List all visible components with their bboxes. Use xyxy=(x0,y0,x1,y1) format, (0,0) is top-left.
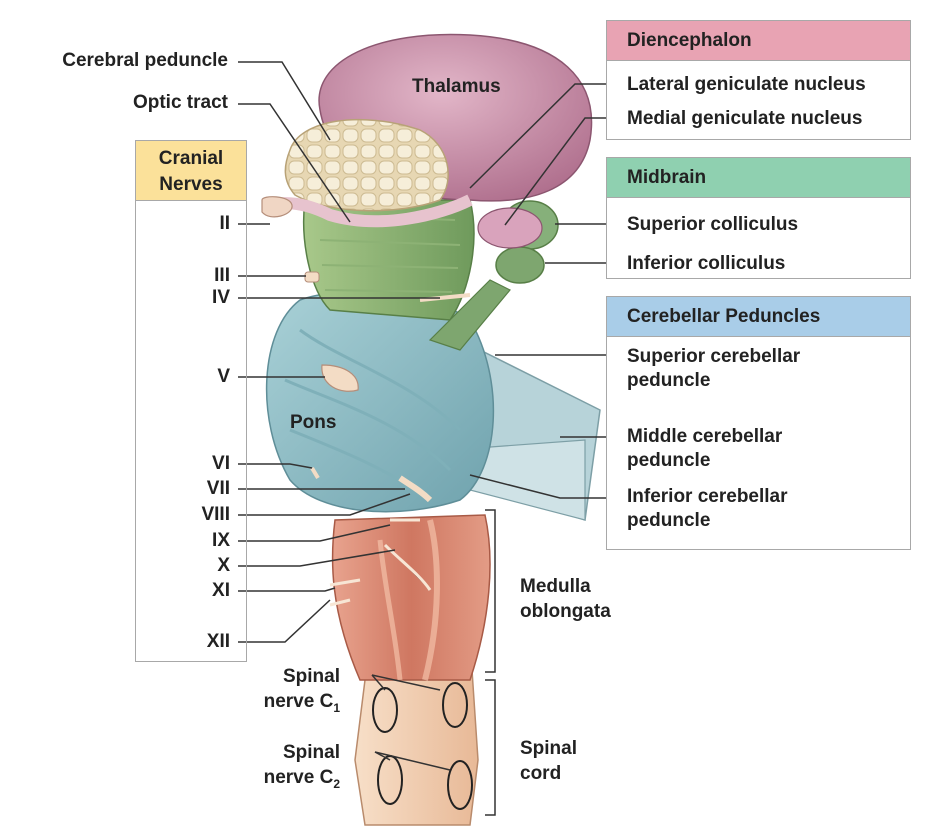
nerve-ii-label: II xyxy=(219,213,230,234)
nerve-iv-label: IV xyxy=(212,287,230,308)
nerve-xii-label: XII xyxy=(206,631,230,652)
spinal-nerve-c2-label: Spinal nerve C2 xyxy=(230,740,340,797)
cranial-nerves-title-line2: Nerves xyxy=(159,174,223,195)
medulla-line1: Medulla xyxy=(520,576,591,597)
lateral-geniculate-label: Lateral geniculate nucleus xyxy=(627,74,866,95)
thalamus-label: Thalamus xyxy=(412,76,501,97)
cerebellar-peduncles-box: Cerebellar Peduncles Superior cerebellar… xyxy=(606,296,911,550)
spinal-nerve-c1-prefix: nerve C xyxy=(263,691,334,712)
cranial-nerves-box: Cranial Nerves xyxy=(135,140,247,662)
spinal-nerve-c1-label: Spinal nerve C1 xyxy=(230,664,340,721)
medulla-oblongata-label: Medulla oblongata xyxy=(520,574,611,624)
nerve-iii-label: III xyxy=(214,265,230,286)
nerve-ix-label: IX xyxy=(212,530,230,551)
cerebellar-peduncles-header: Cerebellar Peduncles xyxy=(607,297,910,337)
nerve-xi-label: XI xyxy=(212,580,230,601)
nerve-v-label: V xyxy=(217,366,230,387)
midbrain-box: Midbrain Superior colliculus Inferior co… xyxy=(606,157,911,279)
cerebral-peduncle-label: Cerebral peduncle xyxy=(62,50,228,71)
nerve-vi-label: VI xyxy=(212,453,230,474)
middle-cerebellar-line2: peduncle xyxy=(627,450,711,471)
medulla-line2: oblongata xyxy=(520,601,611,622)
medulla-shape xyxy=(331,514,491,681)
optic-tract-label: Optic tract xyxy=(132,92,228,113)
superior-cerebellar-line1: Superior cerebellar xyxy=(627,346,801,367)
medial-geniculate-label: Medial geniculate nucleus xyxy=(627,108,863,129)
spinal-nerve-c2-line2: nerve C2 xyxy=(230,765,340,797)
inferior-cerebellar-peduncle-label: Inferior cerebellar peduncle xyxy=(627,485,788,533)
inferior-cerebellar-line2: peduncle xyxy=(627,510,711,531)
spinal-cord-line1: Spinal xyxy=(520,738,578,759)
spinal-nerve-c1-line1: Spinal xyxy=(282,666,340,687)
spinal-nerve-c1-line2: nerve C1 xyxy=(230,689,340,721)
middle-cerebellar-line1: Middle cerebellar xyxy=(627,426,783,447)
spinal-nerve-c2-sub: 2 xyxy=(333,776,340,791)
spinal-nerve-c2-line1: Spinal xyxy=(282,742,340,763)
diencephalon-header: Diencephalon xyxy=(607,21,910,61)
middle-cerebellar-peduncle-label: Middle cerebellar peduncle xyxy=(627,425,782,473)
spinal-cord-label: Spinal cord xyxy=(520,736,577,786)
nerve-viii-label: VIII xyxy=(201,504,230,525)
superior-colliculus-label: Superior colliculus xyxy=(627,214,799,235)
inferior-colliculus-label: Inferior colliculus xyxy=(627,253,786,274)
inferior-cerebellar-line1: Inferior cerebellar xyxy=(627,486,788,507)
pons-label: Pons xyxy=(290,412,337,433)
spinal-nerve-c1-sub: 1 xyxy=(333,700,340,715)
diencephalon-box: Diencephalon Lateral geniculate nucleus … xyxy=(606,20,911,140)
spinal-cord-line2: cord xyxy=(520,763,562,784)
cranial-nerves-header: Cranial Nerves xyxy=(136,141,246,201)
midbrain-header: Midbrain xyxy=(607,158,910,198)
cranial-nerves-title-line1: Cranial xyxy=(158,148,224,169)
nerve-vii-label: VII xyxy=(206,478,230,499)
superior-cerebellar-peduncle-label: Superior cerebellar peduncle xyxy=(627,345,800,393)
superior-cerebellar-line2: peduncle xyxy=(627,370,711,391)
spinal-nerve-c2-prefix: nerve C xyxy=(263,767,334,788)
cerebral-peduncle-shape xyxy=(284,118,449,212)
nerve-x-label: X xyxy=(217,555,230,576)
